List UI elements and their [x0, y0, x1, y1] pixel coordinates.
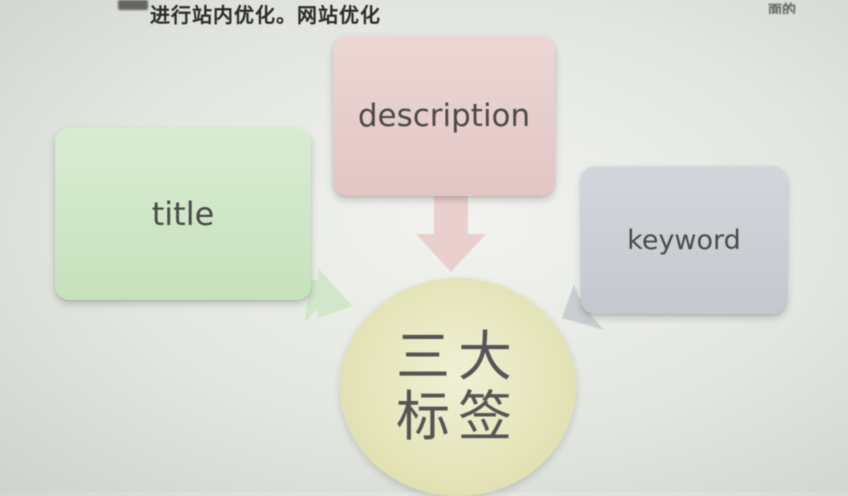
header-text: 进行站内优化。网站优化	[150, 3, 381, 27]
title-box: title	[55, 128, 311, 300]
description-box-label: description	[357, 98, 531, 134]
header-left-fragment	[118, 0, 148, 10]
title-box-label: title	[151, 195, 215, 233]
header-right-fragment: 面的	[768, 3, 796, 14]
center-circle-line-1: 三大	[396, 325, 520, 388]
keyword-box-label: keyword	[627, 224, 741, 256]
keyword-box: keyword	[581, 166, 787, 314]
center-circle: 三大 标签	[340, 278, 576, 496]
center-circle-line-2: 标签	[396, 385, 520, 448]
arrow-description-to-center	[416, 196, 486, 272]
arrow-title-to-center	[305, 268, 352, 322]
description-box: description	[333, 36, 555, 196]
